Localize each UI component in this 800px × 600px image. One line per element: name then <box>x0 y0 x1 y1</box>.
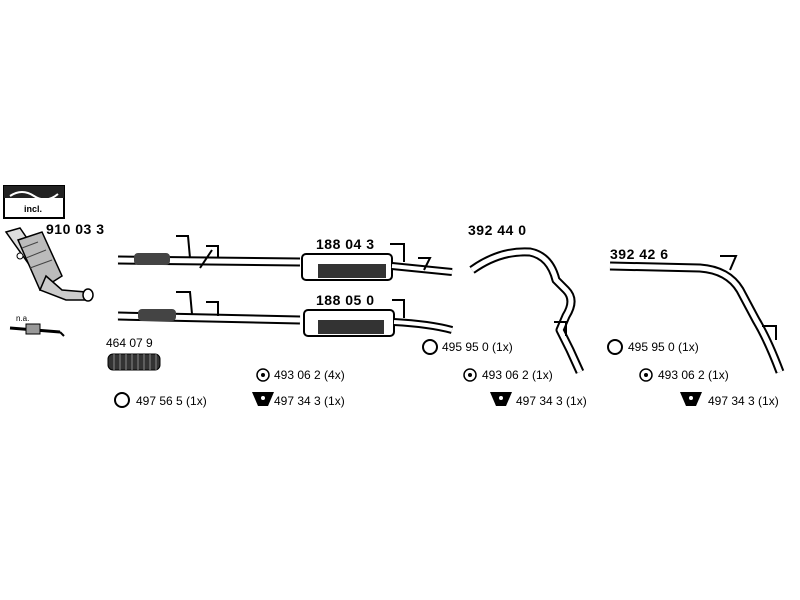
tail-pipe-a-drawing[interactable] <box>469 247 585 374</box>
middle-muffler-a-drawing[interactable] <box>117 235 453 281</box>
hanger-bracket-icon <box>490 392 512 406</box>
clamp-icon <box>114 392 130 408</box>
oxygen-sensor-drawing <box>9 323 65 337</box>
included-parts-box-icon <box>3 185 65 219</box>
part-number-middle-muffler-a[interactable]: 188 04 3 <box>316 236 375 252</box>
accessory-clamp-tail-b[interactable]: 495 95 0 (1x) <box>628 340 699 354</box>
part-number-tail-pipe-a[interactable]: 392 44 0 <box>468 222 527 238</box>
not-available-label: n.a. <box>16 314 30 323</box>
clamp-icon <box>607 339 623 355</box>
hanger-bracket-icon <box>680 392 702 406</box>
accessory-clamp-left[interactable]: 497 56 5 (1x) <box>136 394 207 408</box>
accessory-rubber-mount-tail-b[interactable]: 493 06 2 (1x) <box>658 368 729 382</box>
rubber-mount-icon <box>256 368 270 382</box>
accessory-clamp-tail-a[interactable]: 495 95 0 (1x) <box>442 340 513 354</box>
catalytic-converter-drawing[interactable] <box>4 227 94 302</box>
accessory-hanger-tail-b[interactable]: 497 34 3 (1x) <box>708 394 779 408</box>
accessory-rubber-mount-tail-a[interactable]: 493 06 2 (1x) <box>482 368 553 382</box>
accessory-hanger-tail-a[interactable]: 497 34 3 (1x) <box>516 394 587 408</box>
flex-pipe-drawing[interactable] <box>107 353 161 371</box>
middle-muffler-b-drawing[interactable] <box>117 291 454 337</box>
hanger-bracket-icon <box>252 392 274 406</box>
accessory-rubber-mount-mid[interactable]: 493 06 2 (4x) <box>274 368 345 382</box>
included-label: incl. <box>24 204 43 214</box>
tail-pipe-b-drawing[interactable] <box>609 255 785 374</box>
part-number-middle-muffler-b[interactable]: 188 05 0 <box>316 292 375 308</box>
part-number-tail-pipe-b[interactable]: 392 42 6 <box>610 246 669 262</box>
accessory-hanger-mid[interactable]: 497 34 3 (1x) <box>274 394 345 408</box>
part-number-catalytic-converter[interactable]: 910 03 3 <box>46 221 105 237</box>
clamp-icon <box>422 339 438 355</box>
rubber-mount-icon <box>639 368 653 382</box>
rubber-mount-icon <box>463 368 477 382</box>
part-number-flex-pipe[interactable]: 464 07 9 <box>106 336 153 350</box>
